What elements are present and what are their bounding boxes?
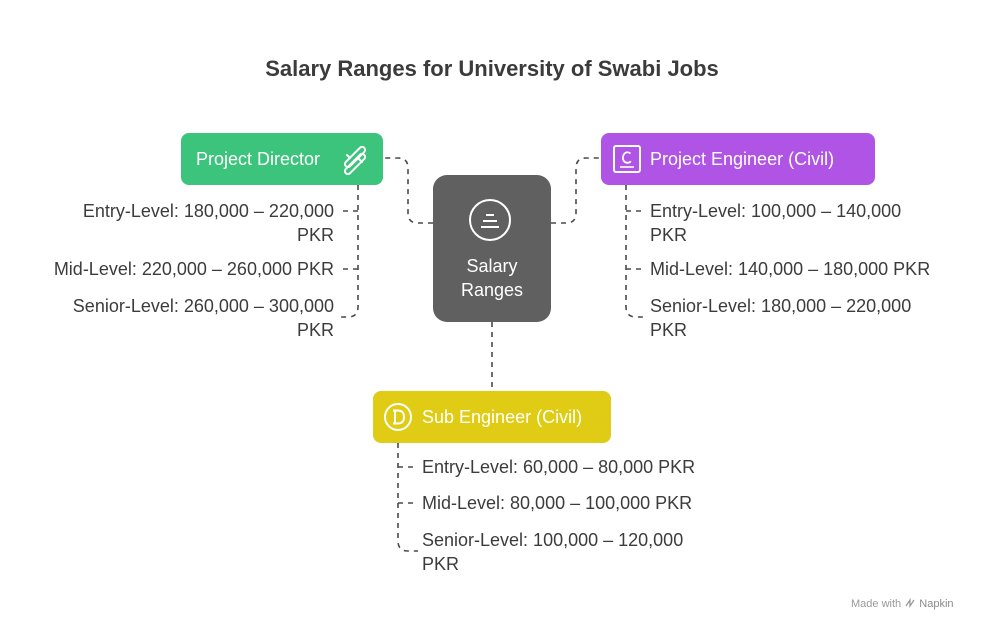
list-item: Entry-Level: 100,000 – 140,000 PKR	[650, 201, 902, 245]
center-node: Salary Ranges	[433, 175, 551, 322]
list-item: Senior-Level: 260,000 – 300,000 PKR	[72, 296, 334, 340]
node-sub-engineer: Sub Engineer (Civil)	[373, 391, 611, 443]
list-item: Mid-Level: 80,000 – 100,000 PKR	[422, 493, 693, 513]
list-icon	[469, 199, 511, 241]
list-item: Mid-Level: 140,000 – 180,000 PKR	[650, 259, 931, 279]
page-title: Salary Ranges for University of Swabi Jo…	[265, 56, 719, 81]
node-project-engineer: Project Engineer (Civil)	[601, 133, 875, 185]
list-item: Entry-Level: 60,000 – 80,000 PKR	[422, 457, 696, 477]
center-label-line1: Salary	[466, 256, 518, 276]
list-item: Senior-Level: 100,000 – 120,000 PKR	[422, 530, 684, 574]
napkin-logo-icon	[905, 597, 915, 609]
made-with-label: Made with	[851, 598, 902, 610]
node-label: Project Engineer (Civil)	[650, 149, 835, 169]
node-label: Sub Engineer (Civil)	[422, 407, 583, 427]
node-project-director: Project Director	[181, 133, 383, 185]
footer-attribution: Made with Napkin	[851, 597, 954, 610]
node-label: Project Director	[196, 149, 321, 169]
pipes-icon	[343, 145, 367, 175]
list-item: Mid-Level: 220,000 – 260,000 PKR	[53, 259, 334, 279]
list-item: Entry-Level: 180,000 – 220,000 PKR	[82, 201, 334, 245]
center-label-line2: Ranges	[460, 280, 524, 300]
list-item: Senior-Level: 180,000 – 220,000 PKR	[650, 296, 912, 340]
letter-d-icon	[384, 403, 412, 431]
napkin-brand: Napkin	[919, 598, 954, 610]
center-label: Salary Ranges	[433, 254, 551, 302]
letter-c-icon	[613, 145, 641, 173]
